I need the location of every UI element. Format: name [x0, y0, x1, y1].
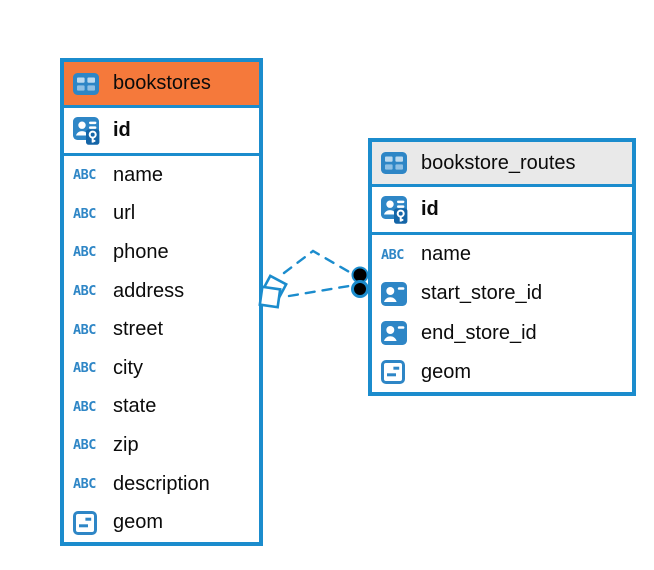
one-end-marker[interactable] — [351, 266, 369, 298]
column-label: id — [421, 198, 439, 220]
text-type-icon: ABC — [73, 476, 96, 493]
table-grid-icon — [381, 152, 412, 174]
column-rows: ABC name ABC url ABC phone ABC address A… — [64, 156, 259, 542]
text-type-icon: ABC — [73, 244, 96, 261]
column-label: start_store_id — [421, 282, 543, 305]
column-label: phone — [113, 240, 169, 263]
column-row-name[interactable]: ABC name — [64, 156, 259, 195]
geometry-type-icon — [73, 511, 104, 535]
column-label: name — [421, 243, 472, 266]
table-grid-icon — [73, 73, 104, 95]
table-title: bookstore_routes — [421, 151, 576, 174]
text-type-icon: ABC — [73, 360, 96, 377]
column-label: street — [113, 318, 164, 341]
primary-key-icon — [73, 117, 104, 145]
geometry-type-icon — [381, 360, 412, 384]
column-label: url — [113, 202, 136, 225]
column-row-street[interactable]: ABC street — [64, 310, 259, 349]
column-row-description[interactable]: ABC description — [64, 464, 259, 504]
column-row-phone[interactable]: ABC phone — [64, 233, 259, 272]
text-type-icon: ABC — [73, 283, 96, 300]
column-row-geom[interactable]: geom — [372, 352, 632, 392]
person-id-card-icon — [381, 321, 412, 345]
column-row-start-store-id[interactable]: start_store_id — [372, 274, 632, 314]
column-row-name[interactable]: ABC name — [372, 235, 632, 275]
table-bookstore-routes-header[interactable]: bookstore_routes — [372, 142, 632, 187]
text-type-icon: ABC — [381, 246, 404, 263]
column-row-geom[interactable]: geom — [64, 503, 259, 542]
relationship-line-upper[interactable] — [282, 249, 353, 275]
column-row-state[interactable]: ABC state — [64, 387, 259, 427]
table-bookstores[interactable]: bookstores id ABC name ABC url ABC phone… — [60, 58, 263, 546]
column-row-zip[interactable]: ABC zip — [64, 426, 259, 465]
primary-key-icon — [381, 196, 412, 224]
text-type-icon: ABC — [73, 167, 96, 184]
column-label: zip — [113, 433, 139, 456]
text-type-icon: ABC — [73, 321, 96, 338]
column-row-end-store-id[interactable]: end_store_id — [372, 313, 632, 353]
table-bookstores-header[interactable]: bookstores — [64, 62, 259, 108]
column-row-id[interactable]: id — [372, 187, 632, 235]
text-type-icon: ABC — [73, 205, 96, 222]
relationship-line-lower[interactable] — [287, 284, 351, 298]
table-bookstore-routes[interactable]: bookstore_routes id ABC name start_store… — [368, 138, 636, 396]
column-label: geom — [421, 360, 472, 383]
column-label: address — [113, 279, 185, 302]
column-row-url[interactable]: ABC url — [64, 194, 259, 234]
text-type-icon: ABC — [73, 437, 96, 454]
column-label: geom — [113, 511, 164, 534]
column-row-id[interactable]: id — [64, 108, 259, 156]
column-label: city — [113, 356, 143, 379]
column-label: name — [113, 163, 164, 186]
column-label: state — [113, 395, 157, 418]
column-row-address[interactable]: ABC address — [64, 271, 259, 311]
column-label: end_store_id — [421, 321, 537, 344]
column-row-city[interactable]: ABC city — [64, 348, 259, 388]
table-title: bookstores — [113, 72, 211, 94]
person-id-card-icon — [381, 282, 412, 306]
many-end-marker[interactable] — [258, 274, 288, 309]
column-rows: ABC name start_store_id end_store_id geo… — [372, 235, 632, 392]
column-label: id — [113, 119, 131, 141]
text-type-icon: ABC — [73, 398, 96, 415]
column-label: description — [113, 472, 210, 495]
